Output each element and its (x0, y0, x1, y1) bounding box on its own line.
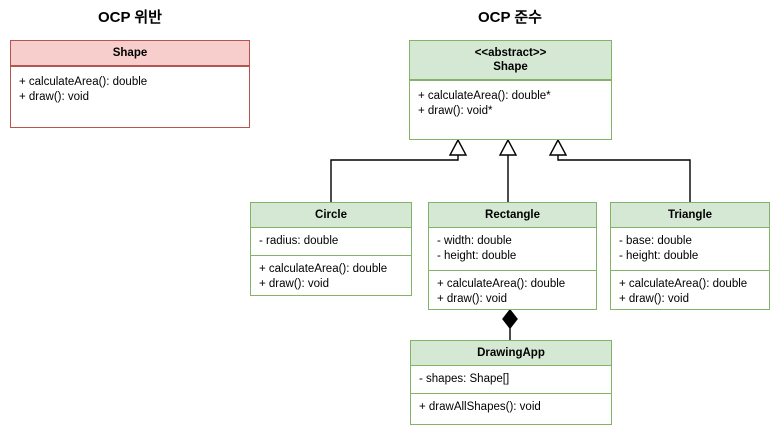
class-header-drawingapp: DrawingApp (411, 341, 611, 366)
class-methods-shape-abstract: + calculateArea(): double* + draw(): voi… (410, 83, 611, 139)
member-row: + draw(): void (437, 293, 507, 305)
class-box-circle[interactable]: Circle - radius: double + calculateArea(… (250, 202, 412, 296)
member-row: + calculateArea(): double* (418, 90, 551, 102)
member-row: + calculateArea(): double (619, 278, 748, 290)
member-row: + draw(): void (19, 91, 89, 103)
diagram-title-right: OCP 준수 (477, 9, 542, 26)
generalization-circle (330, 138, 468, 202)
class-header-rectangle: Rectangle (429, 203, 596, 228)
member-row: - shapes: Shape[] (419, 373, 510, 385)
class-box-shape-violation[interactable]: Shape + calculateArea(): double + draw()… (10, 40, 250, 128)
class-header-circle: Circle (251, 203, 411, 228)
class-box-rectangle[interactable]: Rectangle - width: double - height: doub… (428, 202, 597, 310)
composition-drawingapp-rectangle (502, 308, 518, 340)
generalization-rectangle (498, 138, 518, 202)
class-stereotype-abstract: <<abstract>> (474, 47, 547, 59)
class-methods-triangle: + calculateArea(): double + draw(): void (611, 270, 769, 313)
class-methods-drawingapp: + drawAllShapes(): void (411, 393, 611, 424)
class-header-rule (11, 66, 249, 69)
class-box-shape-abstract[interactable]: <<abstract>> Shape + calculateArea(): do… (409, 40, 612, 140)
diagram-title-left: OCP 위반 (97, 9, 162, 26)
member-row: - base: double (619, 235, 692, 247)
class-name-circle: Circle (315, 209, 347, 221)
member-row: + calculateArea(): double (437, 278, 566, 290)
class-header-shape-abstract: <<abstract>> Shape (410, 41, 611, 80)
class-header-rule (410, 80, 611, 83)
class-header-shape-violation: Shape (11, 41, 249, 66)
class-header-triangle: Triangle (611, 203, 769, 228)
member-row: + draw(): void (619, 293, 689, 305)
class-attributes-drawingapp: - shapes: Shape[] (411, 366, 611, 393)
class-methods-rectangle: + calculateArea(): double + draw(): void (429, 270, 596, 313)
member-row: + draw(): void (259, 278, 329, 290)
class-methods-circle: + calculateArea(): double + draw(): void (251, 255, 411, 298)
class-name-drawingapp: DrawingApp (477, 347, 545, 359)
member-row: + draw(): void* (418, 105, 493, 117)
member-row: + calculateArea(): double (19, 76, 148, 88)
member-row: - width: double (437, 235, 512, 247)
class-methods-shape-violation: + calculateArea(): double + draw(): void (11, 69, 249, 127)
class-name-rectangle: Rectangle (485, 209, 540, 221)
class-attributes-triangle: - base: double - height: double (611, 228, 769, 270)
class-box-drawingapp[interactable]: DrawingApp - shapes: Shape[] + drawAllSh… (410, 340, 612, 425)
class-attributes-rectangle: - width: double - height: double (429, 228, 596, 270)
generalization-triangle (548, 138, 691, 202)
member-row: - radius: double (259, 235, 339, 247)
member-row: + drawAllShapes(): void (419, 401, 541, 413)
class-name-shape-abstract: Shape (493, 61, 528, 73)
member-row: - height: double (619, 250, 699, 262)
class-name-shape-violation: Shape (112, 47, 148, 59)
member-row: + calculateArea(): double (259, 263, 388, 275)
member-row: - height: double (437, 250, 517, 262)
class-name-triangle: Triangle (667, 209, 713, 221)
class-attributes-circle: - radius: double (251, 228, 411, 255)
class-box-triangle[interactable]: Triangle - base: double - height: double… (610, 202, 770, 310)
